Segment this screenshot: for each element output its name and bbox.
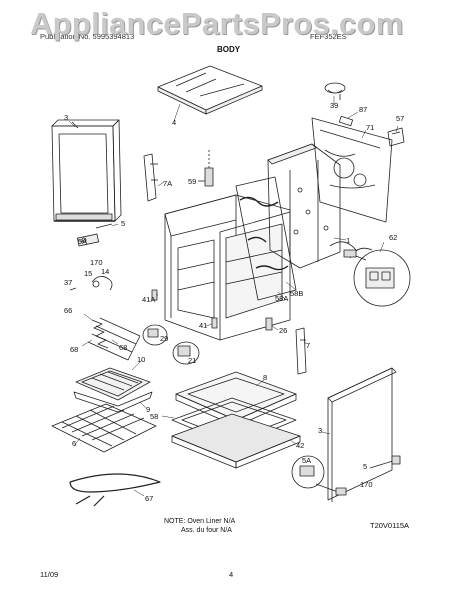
callout-8: 8 [263, 373, 267, 382]
callout-68: 68 [70, 345, 78, 354]
hinge-detail [291, 455, 347, 496]
note-line-2: Ass. du four N/A [181, 527, 232, 534]
oven-door [51, 119, 122, 222]
part-41 [211, 317, 218, 329]
broil-element [87, 317, 141, 361]
cooktop-top [157, 65, 263, 115]
callout-71: 71 [366, 123, 374, 132]
callout-170: 170 [90, 258, 103, 267]
part-59 [198, 150, 214, 187]
oven-rack [51, 403, 157, 453]
callout-58B: 58B [290, 289, 303, 298]
callout-41A: 41A [142, 295, 155, 304]
callout-4: 4 [172, 118, 176, 127]
callout-68: 68 [119, 343, 127, 352]
callout-59: 59 [188, 177, 196, 186]
part-26 [265, 317, 273, 331]
footer-date: 11/09 [40, 570, 59, 579]
broiler-pan [73, 367, 153, 413]
callout-170: 170 [360, 480, 373, 489]
callout-87: 87 [359, 105, 367, 114]
callout-5A: 5A [78, 237, 87, 246]
drawer-base [171, 413, 301, 469]
main-frame [267, 143, 341, 269]
callout-3: 3 [64, 113, 68, 122]
part-37 [69, 287, 77, 291]
diagram-code: T20V0115A [370, 521, 410, 530]
part-21 [172, 341, 200, 365]
element-14 [91, 276, 113, 291]
callout-42: 42 [296, 441, 304, 450]
back-panel [311, 117, 393, 223]
page-number: 4 [229, 570, 234, 579]
side-bracket [143, 153, 158, 202]
callout-1: 1 [346, 236, 350, 245]
model-number: FEF352ES [310, 32, 347, 41]
callout-6: 6 [72, 439, 76, 448]
callout-67: 67 [145, 494, 153, 503]
part-57 [387, 127, 405, 147]
callout-5: 5 [363, 462, 367, 471]
part-87 [338, 115, 354, 127]
hinge-screw [369, 455, 401, 469]
part-39 [324, 82, 346, 100]
callout-62: 62 [389, 233, 397, 242]
callout-58: 58 [150, 412, 158, 421]
door-hinge-left [76, 233, 100, 247]
oven-cabinet [164, 194, 291, 341]
watermark: AppliancePartsPros.com [30, 6, 404, 41]
callout-58A: 58A [275, 294, 288, 303]
callout-26: 26 [279, 326, 287, 335]
callout-7: 7 [306, 341, 310, 350]
callout-7A: 7A [163, 179, 172, 188]
callout-15: 15 [84, 269, 92, 278]
wiring-detail [343, 247, 411, 307]
bake-element [69, 473, 161, 507]
callout-29: 29 [160, 334, 168, 343]
note-line-1: NOTE: Oven Liner N/A [164, 518, 236, 525]
callout-66: 66 [64, 306, 72, 315]
callout-39: 39 [330, 101, 338, 110]
callout-3: 3 [318, 426, 322, 435]
callout-10: 10 [137, 355, 145, 364]
side-panel [327, 367, 397, 502]
section-title: BODY [217, 45, 241, 54]
callout-41: 41 [199, 321, 207, 330]
part-29 [142, 324, 168, 346]
callout-5A: 5A [302, 456, 311, 465]
callout-21: 21 [188, 356, 196, 365]
callout-37: 37 [64, 278, 72, 287]
side-bracket-right [295, 327, 307, 375]
callout-14: 14 [101, 267, 109, 276]
callout-5: 5 [121, 219, 125, 228]
publication-number: Publication No. 5995394813 [40, 32, 135, 41]
callout-57: 57 [396, 114, 404, 123]
callout-9: 9 [146, 405, 150, 414]
